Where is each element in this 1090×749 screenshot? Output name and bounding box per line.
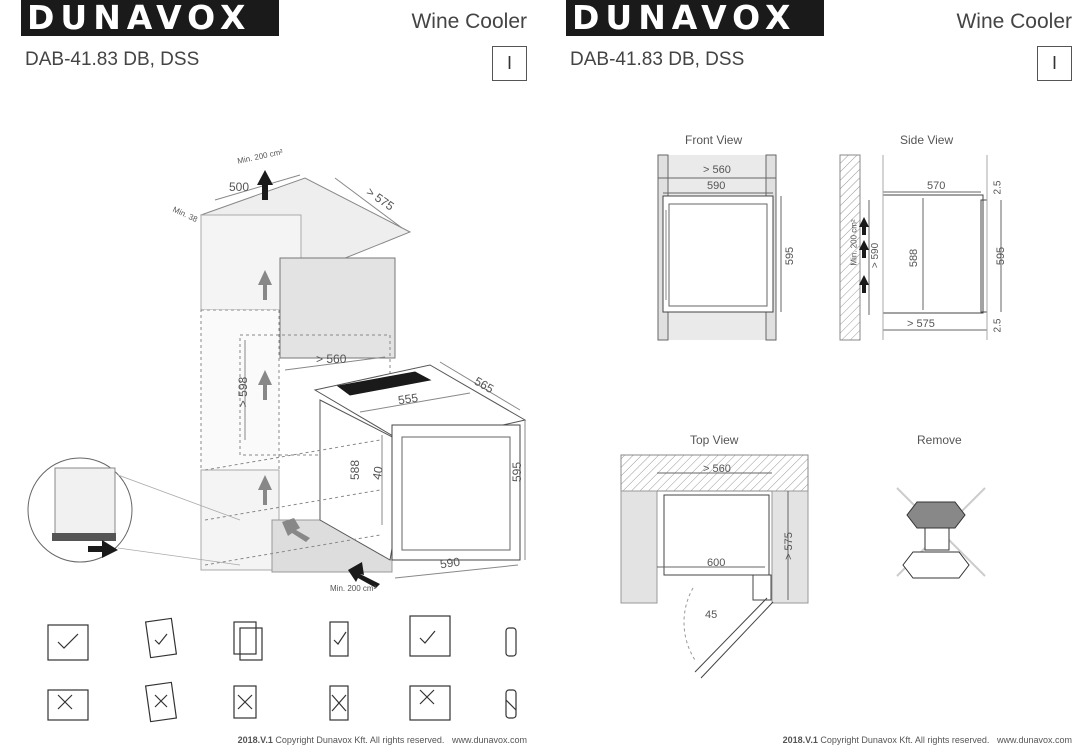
side-gap-bottom-label: 2.5: [992, 318, 1004, 333]
language-box: I: [1037, 46, 1072, 81]
remove-title: Remove: [917, 433, 962, 447]
side-vent-label: Min. 200 cm²: [849, 219, 859, 266]
brand-logo: DUNAVOX: [566, 0, 824, 36]
width-top-label: 500: [229, 180, 250, 194]
footer-website: www.dunavox.com: [451, 735, 527, 745]
top-niche-label: > 560: [703, 463, 731, 475]
footer-website: www.dunavox.com: [996, 735, 1072, 745]
model-name: DAB-41.83 DB, DSS: [570, 49, 745, 70]
front-width-label: 590: [707, 180, 726, 192]
door-thickness-label: 40: [369, 465, 386, 481]
side-depth-label: 570: [927, 180, 946, 192]
footer: 2018.V.1 Copyright Dunavox Kft. All righ…: [783, 735, 1072, 745]
views-diagram: [620, 154, 1002, 679]
niche-height-label: > 598: [236, 376, 251, 408]
unit-width-label: 590: [439, 554, 461, 572]
right-page: DUNAVOX Wine Cooler DAB-41.83 DB, DSS I: [545, 0, 1090, 749]
side-niche-depth-label: > 575: [907, 318, 935, 330]
left-page: DUNAVOX Wine Cooler DAB-41.83 DB, DSS I: [21, 0, 527, 745]
bottom-vent-label: Min. 200 cm²: [330, 584, 377, 593]
footer-version: 2018.V.1: [237, 735, 273, 745]
product-type: Wine Cooler: [411, 10, 527, 33]
front-view-title: Front View: [685, 133, 743, 147]
top-view-title: Top View: [690, 433, 739, 447]
top-depth-label: > 575: [782, 532, 795, 560]
top-opening-label: 600: [707, 557, 726, 569]
unit-height-label: 595: [510, 461, 525, 483]
footer-version: 2018.V.1: [782, 735, 818, 745]
side-gap-top-label: 2.5: [992, 180, 1004, 195]
front-height-label: 595: [784, 246, 797, 266]
language-box: I: [492, 46, 527, 81]
footer-copyright: Copyright Dunavox Kft. All rights reserv…: [275, 735, 445, 745]
niche-width-label: > 560: [316, 352, 347, 366]
side-niche-height-label: > 590: [870, 242, 882, 269]
unit-body-height-label: 588: [348, 459, 363, 481]
installation-diagram: [27, 170, 527, 723]
product-type: Wine Cooler: [956, 10, 1072, 33]
side-view-title: Side View: [900, 133, 954, 147]
front-niche-label: > 560: [703, 164, 731, 176]
unit-inner-width-label: 555: [397, 390, 419, 408]
model-name: DAB-41.83 DB, DSS: [25, 49, 200, 70]
top-angle-label: 45: [705, 609, 718, 621]
side-height-label: 595: [995, 246, 1008, 266]
footer: 2018.V.1 Copyright Dunavox Kft. All righ…: [238, 735, 527, 745]
side-body-label: 588: [908, 248, 921, 268]
brand-logo: DUNAVOX: [21, 0, 279, 36]
footer-copyright: Copyright Dunavox Kft. All rights reserv…: [820, 735, 990, 745]
